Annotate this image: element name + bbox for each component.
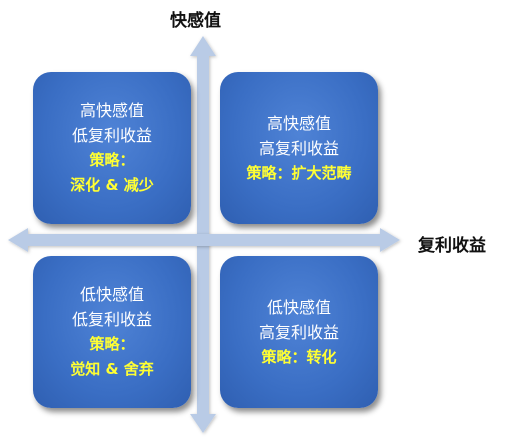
quadrant-line-2: 高复利收益 (258, 322, 339, 342)
quadrant-line-2: 低复利收益 (71, 310, 152, 329)
strategy-text: 策略：转化 (261, 347, 337, 366)
x-axis-label: 复利收益 (418, 236, 486, 256)
strategy-label: 策略： (89, 335, 135, 353)
quadrant-bottom-right: 低快感值 高复利收益 策略：转化 (220, 256, 378, 408)
quadrant-top-left: 高快感值 低复利收益 策略： 深化 & 减少 (33, 72, 191, 224)
quadrant-line-1: 高快感值 (266, 113, 331, 133)
strategy-label: 策略： (89, 151, 135, 169)
horizontal-axis-arrow (8, 228, 400, 252)
quadrant-line-2: 低复利收益 (71, 126, 152, 145)
quadrant-line-1: 高快感值 (79, 101, 144, 120)
quadrant-line-1: 低快感值 (266, 297, 331, 317)
y-axis-label: 快感值 (170, 11, 221, 31)
quadrant-top-right: 高快感值 高复利收益 策略：扩大范畴 (220, 72, 378, 224)
quadrant-line-2: 高复利收益 (258, 138, 339, 158)
strategy-text: 觉知 & 舍弃 (70, 360, 154, 378)
quadrant-bottom-left: 低快感值 低复利收益 策略： 觉知 & 舍弃 (33, 256, 191, 408)
quadrant-line-1: 低快感值 (79, 285, 144, 304)
strategy-text: 深化 & 减少 (70, 176, 154, 194)
strategy-text: 策略：扩大范畴 (246, 163, 352, 182)
